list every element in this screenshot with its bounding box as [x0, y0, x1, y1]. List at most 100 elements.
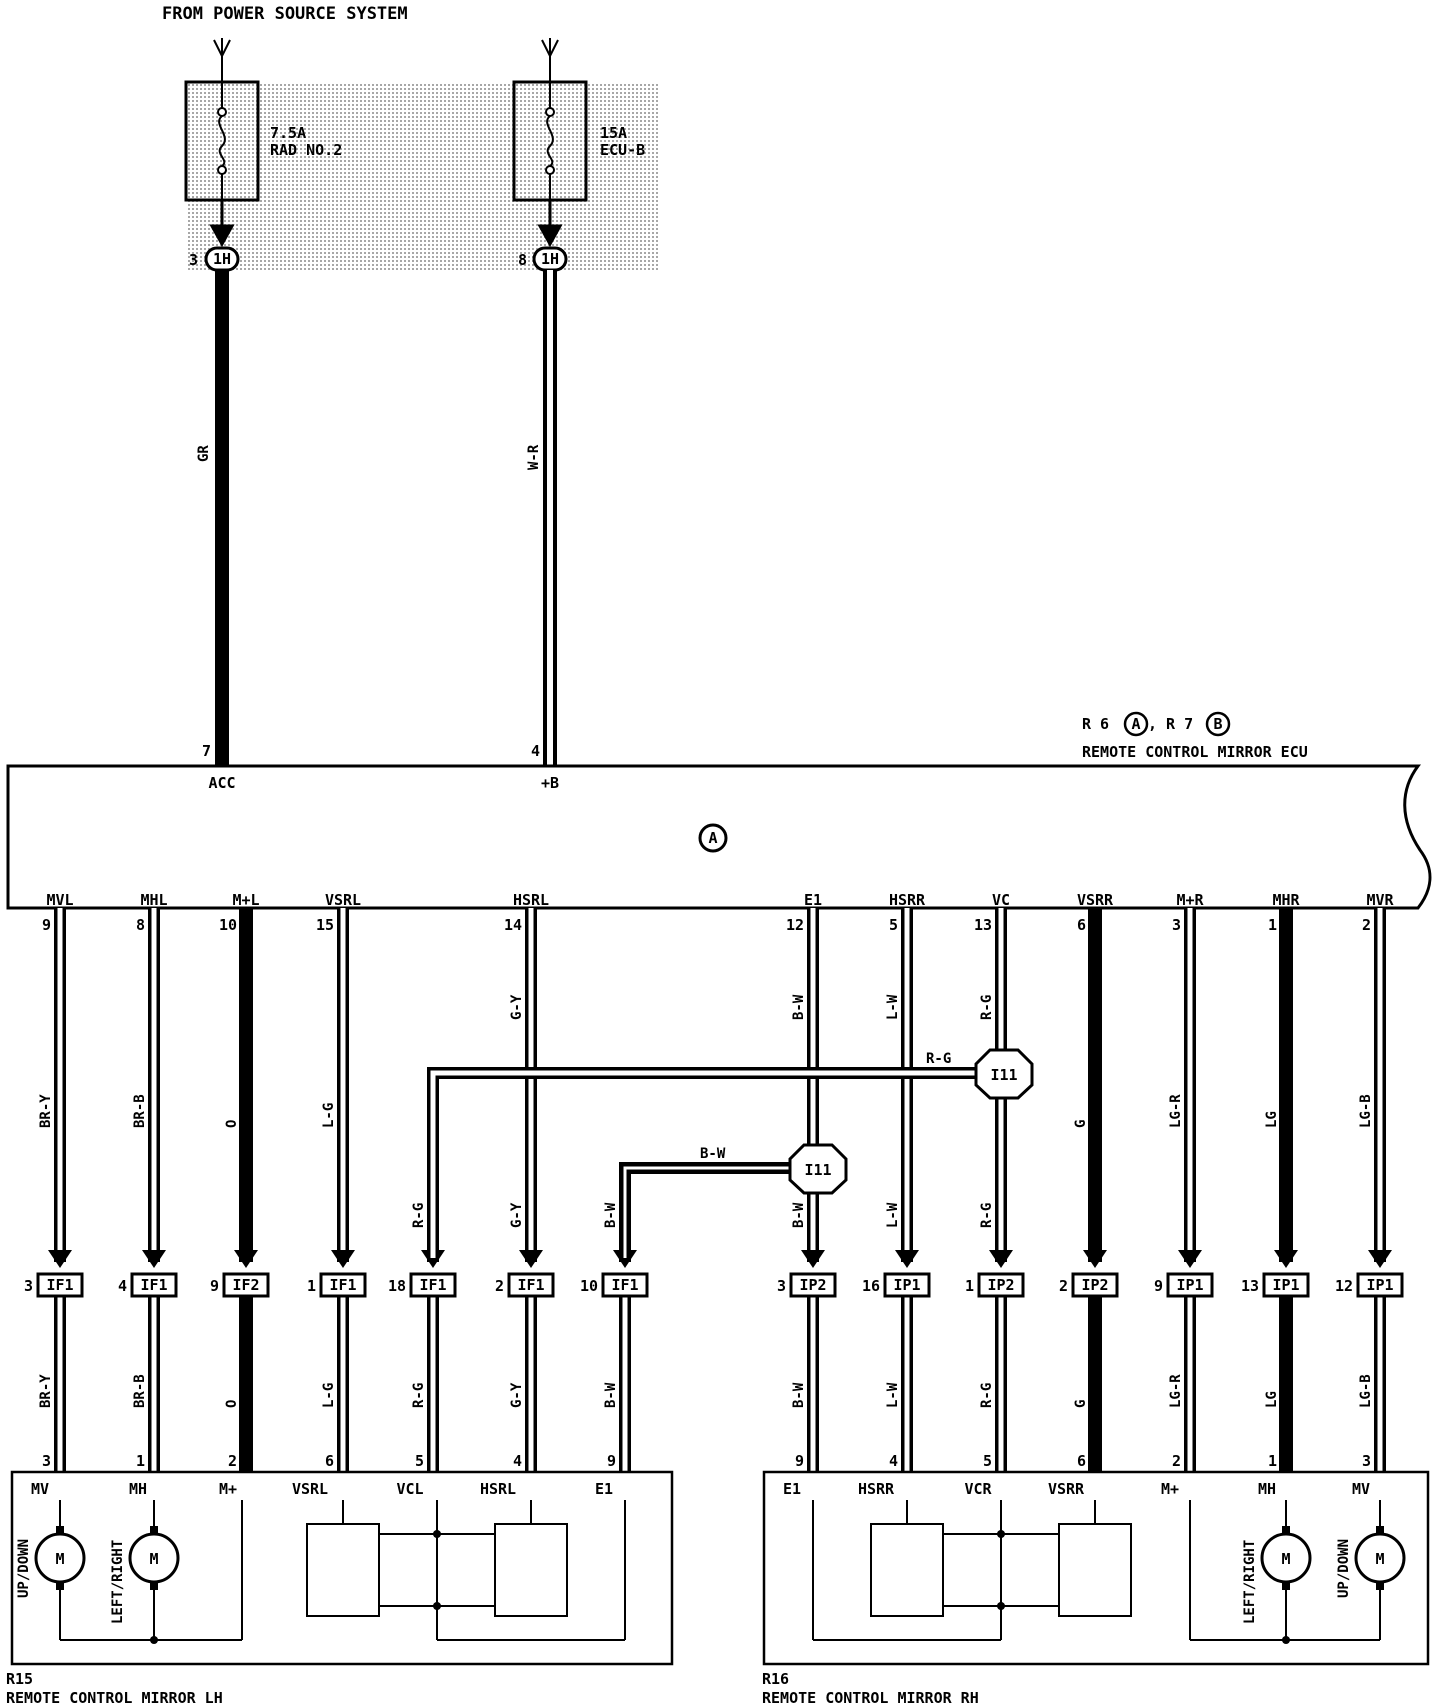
inline-connector-9 — [977, 1272, 1025, 1298]
component-pin-8: 4 — [889, 1452, 898, 1470]
component-pin-13: 3 — [1362, 1452, 1371, 1470]
wire-w-r — [543, 270, 557, 766]
ecu-pin-1: 8 — [136, 916, 145, 934]
wire-lower-label-12: LG — [1264, 1391, 1280, 1408]
mirror-rh-terminals: E1 HSRR VCR VSRR M+ MH MV — [783, 1480, 1370, 1498]
inline-connector-label-3: IF1 — [329, 1276, 356, 1294]
inline-connector-13 — [1356, 1272, 1404, 1298]
branch-wire-lower-7-core — [810, 1296, 816, 1472]
wire-mid-label-9: R-G — [979, 1203, 995, 1228]
ecu-pin-8: 5 — [889, 916, 898, 934]
ecu-pin-9: 13 — [974, 916, 992, 934]
ecu-terminal-2: M+L — [232, 891, 259, 909]
junction-route-rg-label: R-G — [926, 1051, 951, 1067]
branch-wire-lower-10 — [1088, 1296, 1102, 1472]
component-pin-9: 5 — [983, 1452, 992, 1470]
mirror-lh-node-3 — [433, 1602, 441, 1610]
mirror-lh-term-mv: MV — [31, 1480, 49, 1498]
mirror-rh-term-hsrr: HSRR — [858, 1480, 895, 1498]
motor-rh-updown-icon — [1354, 1526, 1406, 1590]
fuse-block-area — [186, 82, 658, 272]
motor-lh-updown-icon — [34, 1526, 86, 1590]
wire-mid-label-4: R-G — [411, 1203, 427, 1228]
mirror-lh-code: R15 — [6, 1670, 33, 1688]
wire-upper-label-11: LG-R — [1168, 1094, 1184, 1128]
branch-arrow-icon-12 — [1274, 1250, 1298, 1268]
wire-lower-label-1: BR-B — [132, 1374, 148, 1408]
ecu-code-sep: , R 7 — [1148, 715, 1193, 733]
wire-mid-label-5: G-Y — [509, 1202, 525, 1228]
branch-wire-lower-3-core — [340, 1296, 346, 1472]
inline-connector-8 — [883, 1272, 931, 1298]
inline-connector-pin-12: 13 — [1241, 1277, 1259, 1295]
branch-arrow-icon-11 — [1178, 1250, 1202, 1268]
mirror-lh-term-hsrl: HSRL — [480, 1480, 516, 1498]
component-pin-3: 6 — [325, 1452, 334, 1470]
branch-arrow-icon-10 — [1083, 1250, 1107, 1268]
inline-connector-pin-6: 10 — [580, 1277, 598, 1295]
inline-connector-pin-1: 4 — [118, 1277, 127, 1295]
inline-connector-label-6: IF1 — [611, 1276, 638, 1294]
arrow-rad-down-icon — [209, 224, 235, 248]
inline-connector-label-13: IP1 — [1366, 1276, 1393, 1294]
branch-arrow-icon-3 — [331, 1250, 355, 1268]
branch-arrow-icon-8 — [895, 1250, 919, 1268]
wire-mid-label-7: B-W — [791, 1202, 807, 1228]
component-pin-11: 2 — [1172, 1452, 1181, 1470]
branch-layer: MVL9BR-YIF13BR-Y3MHL8BR-BIF14BR-B1M+L10O… — [24, 891, 1404, 1472]
branch-wire-lower-11-core — [1187, 1296, 1193, 1472]
ecu-terminal-5: HSRL — [513, 891, 549, 909]
mirror-lh-term-vcl: VCL — [396, 1480, 423, 1498]
wire-upper-label-12: LG — [1264, 1111, 1280, 1128]
inline-connector-6 — [601, 1272, 649, 1298]
inline-connector-pin-4: 18 — [388, 1277, 406, 1295]
mirror-lh-term-mh: MH — [129, 1480, 147, 1498]
branch-arrow-icon-7 — [801, 1250, 825, 1268]
wire-upper-label-3: L-G — [321, 1103, 337, 1128]
wire-lower-label-13: LG-B — [1358, 1374, 1374, 1408]
inline-connector-3 — [319, 1272, 367, 1298]
wire-w-r-label: W-R — [526, 444, 542, 470]
mirror-rh-term-vsrr: VSRR — [1048, 1480, 1085, 1498]
branch-wire-upper-11-core — [1187, 908, 1193, 1262]
ecu-pin-acc: 7 — [202, 742, 211, 760]
ecu-terminal-7: E1 — [804, 891, 822, 909]
junction-route-bw-label: B-W — [700, 1146, 726, 1162]
wire-lower-label-11: LG-R — [1168, 1374, 1184, 1408]
branch-wire-lower-6-core — [622, 1296, 628, 1472]
inline-connector-label-8: IP1 — [893, 1276, 920, 1294]
ecu-code-a: A — [1131, 715, 1140, 733]
wire-lower-label-2: O — [224, 1400, 240, 1408]
motor-rh-leftright-symbol: M — [1281, 1550, 1290, 1568]
mirror-lh-name: REMOTE CONTROL MIRROR LH — [6, 1689, 223, 1707]
inline-connector-4 — [409, 1272, 457, 1298]
inline-connector-label-4: IF1 — [419, 1276, 446, 1294]
mirror-lh-term-mplus: M+ — [219, 1480, 237, 1498]
branch-wire-upper-0-core — [57, 908, 63, 1262]
mirror-rh-node-3 — [1282, 1636, 1290, 1644]
mirror-rh-code: R16 — [762, 1670, 789, 1688]
junction-i11-rg — [974, 1048, 1034, 1100]
ecu-code: R 6 — [1082, 715, 1109, 733]
ecu-pin-7: 12 — [786, 916, 804, 934]
inline-connector-label-10: IP2 — [1081, 1276, 1108, 1294]
branch-wire-upper-8-core — [904, 908, 910, 1262]
branch-arrow-icon-2 — [234, 1250, 258, 1268]
ecu-pin-12: 1 — [1268, 916, 1277, 934]
component-pin-1: 1 — [136, 1452, 145, 1470]
inline-connector-label-11: IP1 — [1176, 1276, 1203, 1294]
branch-arrow-icon-13 — [1368, 1250, 1392, 1268]
fuse-rad-amp: 7.5A — [270, 124, 306, 142]
ecu-code-a-circle — [1123, 711, 1149, 737]
junction-i11-bw — [788, 1143, 848, 1195]
branch-arrow-icon-5 — [519, 1250, 543, 1268]
ecu-pin-11: 3 — [1172, 916, 1181, 934]
ecu-pin-5: 14 — [504, 916, 522, 934]
connector-1h-ecub-pin: 8 — [518, 251, 527, 269]
wire-lower-label-3: L-G — [321, 1383, 337, 1408]
ecu-name: REMOTE CONTROL MIRROR ECU — [1082, 743, 1308, 761]
inline-connector-7 — [789, 1272, 837, 1298]
fuse-rad-name: RAD NO.2 — [270, 141, 342, 159]
junction-i11-rg-label: I11 — [990, 1066, 1017, 1084]
connector-1h-rad-label: 1H — [213, 250, 231, 268]
